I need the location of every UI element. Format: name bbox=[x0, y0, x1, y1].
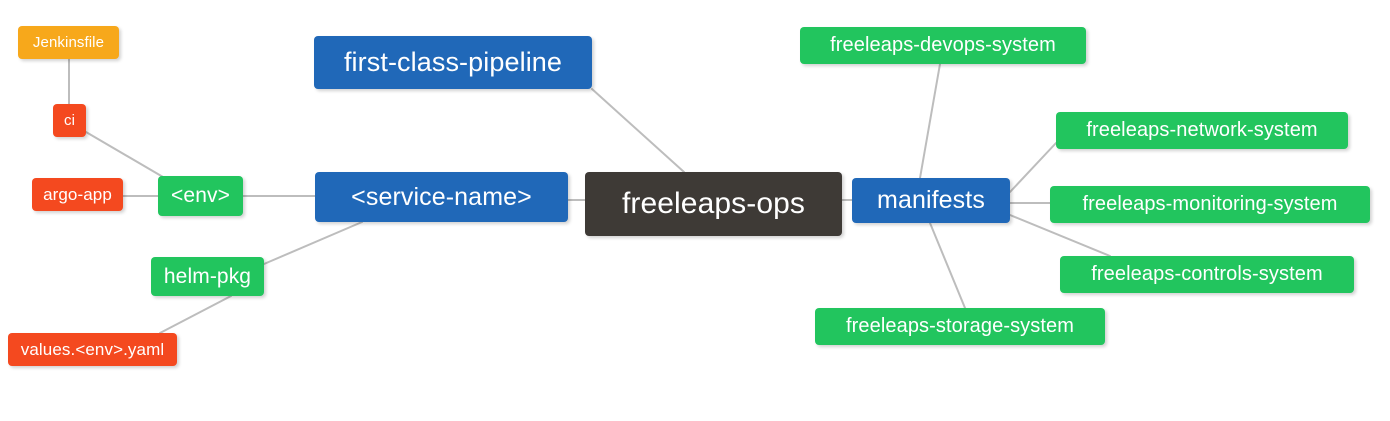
node-manifests[interactable]: manifests bbox=[852, 178, 1010, 223]
edge-manifests-storage bbox=[929, 222, 966, 309]
edge-manifests-devops bbox=[919, 63, 941, 179]
node-label: values.<env>.yaml bbox=[20, 339, 165, 359]
node-values-yaml[interactable]: values.<env>.yaml bbox=[8, 333, 177, 366]
node-helm-pkg[interactable]: helm-pkg bbox=[151, 257, 264, 296]
node-label: first-class-pipeline bbox=[343, 47, 563, 77]
node-label: Jenkinsfile bbox=[32, 34, 105, 51]
edge-pipeline-ops bbox=[591, 88, 685, 173]
node-label: <service-name> bbox=[351, 182, 532, 211]
node-label: freeleaps-storage-system bbox=[845, 315, 1075, 337]
node-label: freeleaps-devops-system bbox=[830, 34, 1056, 56]
node-freeleaps-network-system[interactable]: freeleaps-network-system bbox=[1056, 112, 1348, 149]
node-label: freeleaps-monitoring-system bbox=[1082, 193, 1338, 215]
node-argo-app[interactable]: argo-app bbox=[32, 178, 123, 211]
node-freeleaps-storage-system[interactable]: freeleaps-storage-system bbox=[815, 308, 1105, 345]
node-service-name[interactable]: <service-name> bbox=[315, 172, 568, 222]
node-label: <env> bbox=[171, 184, 230, 207]
edge-helm-service bbox=[263, 221, 363, 265]
node-label: freeleaps-controls-system bbox=[1091, 263, 1323, 285]
node-env[interactable]: <env> bbox=[158, 176, 243, 216]
node-first-class-pipeline[interactable]: first-class-pipeline bbox=[314, 36, 592, 89]
node-label: ci bbox=[63, 112, 76, 129]
node-label: manifests bbox=[877, 186, 985, 214]
node-freeleaps-monitoring-system[interactable]: freeleaps-monitoring-system bbox=[1050, 186, 1370, 223]
node-label: freeleaps-ops bbox=[621, 187, 806, 220]
node-freeleaps-devops-system[interactable]: freeleaps-devops-system bbox=[800, 27, 1086, 64]
node-freeleaps-ops[interactable]: freeleaps-ops bbox=[585, 172, 842, 236]
edge-manifests-controls bbox=[1009, 214, 1111, 257]
node-freeleaps-controls-system[interactable]: freeleaps-controls-system bbox=[1060, 256, 1354, 293]
node-label: helm-pkg bbox=[163, 264, 252, 288]
edge-ci-env bbox=[85, 131, 176, 185]
edge-manifests-network bbox=[1009, 142, 1057, 193]
node-label: argo-app bbox=[43, 184, 112, 204]
node-jenkinsfile[interactable]: Jenkinsfile bbox=[18, 26, 119, 59]
edge-values-helm bbox=[159, 295, 232, 334]
node-label: freeleaps-network-system bbox=[1086, 119, 1318, 141]
node-ci[interactable]: ci bbox=[53, 104, 86, 137]
